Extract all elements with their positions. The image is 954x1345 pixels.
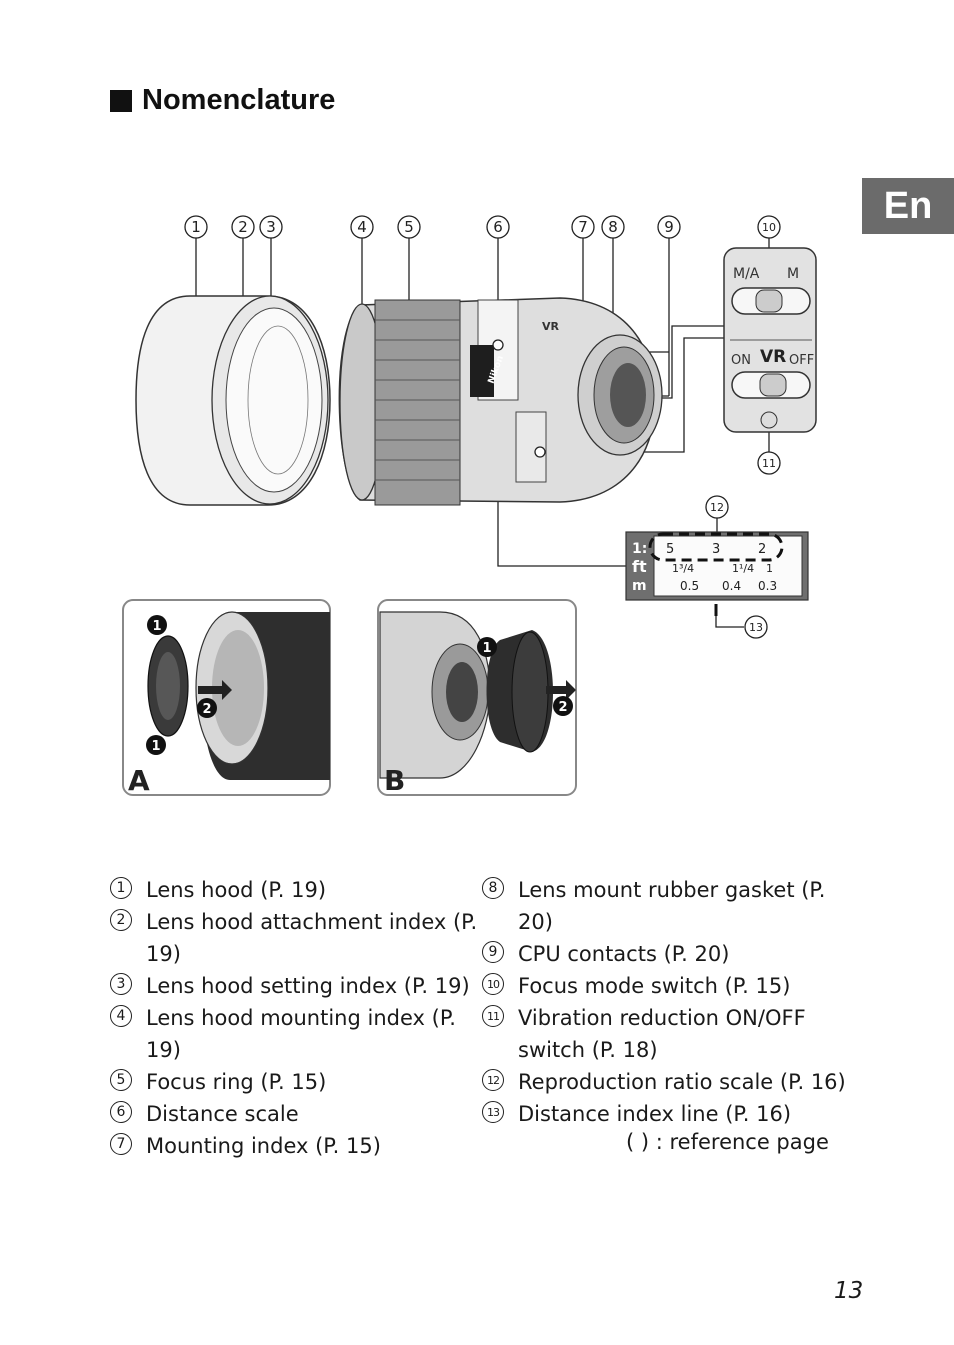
- callout-numbers: 1 2 3 4 5 6 7 8 9 10 11 12 13: [184, 215, 781, 639]
- svg-text:3: 3: [712, 542, 720, 557]
- callout-8: 8: [601, 215, 625, 239]
- heading-text: Nomenclature: [142, 84, 336, 116]
- callout-9: 9: [657, 215, 681, 239]
- svg-text:5: 5: [404, 218, 414, 236]
- callout-12: 12: [705, 495, 729, 519]
- inset-a-letter: A: [128, 764, 150, 797]
- vr-switch-label-vr: VR: [760, 347, 786, 367]
- svg-text:2: 2: [202, 702, 211, 717]
- svg-text:1: 1: [191, 218, 201, 236]
- svg-text:1: 1: [482, 641, 491, 656]
- svg-text:13: 13: [749, 621, 763, 634]
- svg-text:8: 8: [608, 218, 618, 236]
- svg-text:1: 1: [152, 619, 161, 634]
- svg-text:1³/4: 1³/4: [672, 562, 694, 575]
- svg-text:2: 2: [558, 700, 567, 715]
- svg-text:9: 9: [664, 218, 674, 236]
- page-number: 13: [834, 1278, 864, 1304]
- svg-text:12: 12: [710, 501, 724, 514]
- callout-10: 10: [757, 215, 781, 239]
- inset-b-rear-cap: 1 2 B: [377, 599, 577, 797]
- vr-switch-label-off: OFF: [789, 353, 814, 368]
- callout-4: 4: [350, 215, 374, 239]
- callout-2: 2: [231, 215, 255, 239]
- svg-text:5: 5: [666, 542, 674, 557]
- svg-text:11: 11: [762, 457, 776, 470]
- svg-text:0.3: 0.3: [758, 579, 777, 593]
- switch-panel: M/A M ON VR OFF: [723, 247, 817, 433]
- svg-text:1:: 1:: [632, 541, 647, 557]
- svg-text:1¹/4: 1¹/4: [732, 562, 754, 575]
- svg-text:10: 10: [762, 221, 776, 234]
- svg-text:2: 2: [238, 218, 248, 236]
- callout-6: 6: [486, 215, 510, 239]
- focus-switch-label-m: M: [787, 266, 799, 282]
- callout-5: 5: [397, 215, 421, 239]
- svg-text:ft: ft: [632, 557, 647, 576]
- focus-switch-label-ma: M/A: [733, 266, 760, 282]
- callout-13: 13: [744, 615, 768, 639]
- distance-scale-panel: 1: ft m 5 3 2 1³/4 1¹/4 1 0.5 0.4 0.3: [625, 531, 809, 616]
- section-heading: Nomenclature: [110, 84, 335, 117]
- svg-text:0.4: 0.4: [722, 579, 741, 593]
- svg-text:2: 2: [758, 542, 766, 557]
- lens-hood: [135, 295, 331, 506]
- svg-text:1: 1: [151, 739, 160, 754]
- reference-page-note: ( ) : reference page: [626, 1130, 829, 1154]
- lens-nomenclature-diagram: 1 2 3 4 5 6 7 8 9 10 11 12 13: [122, 215, 817, 797]
- inset-a-front-cap: 1 2 1 A: [122, 599, 331, 797]
- lens-body: Nikon VR: [338, 297, 663, 506]
- language-tab: En: [862, 178, 954, 234]
- callout-1: 1: [184, 215, 208, 239]
- svg-text:7: 7: [578, 218, 588, 236]
- heading-square-bullet: [110, 89, 132, 112]
- svg-text:4: 4: [357, 218, 367, 236]
- svg-text:3: 3: [266, 218, 276, 236]
- svg-text:1: 1: [766, 562, 773, 575]
- svg-text:0.5: 0.5: [680, 579, 699, 593]
- vr-switch-label-on: ON: [731, 353, 751, 368]
- callout-3: 3: [259, 215, 283, 239]
- svg-text:6: 6: [493, 218, 503, 236]
- svg-text:m: m: [632, 578, 647, 594]
- lens-vr-badge: VR: [542, 320, 560, 333]
- inset-b-letter: B: [384, 764, 405, 797]
- callout-11: 11: [757, 451, 781, 475]
- callout-7: 7: [571, 215, 595, 239]
